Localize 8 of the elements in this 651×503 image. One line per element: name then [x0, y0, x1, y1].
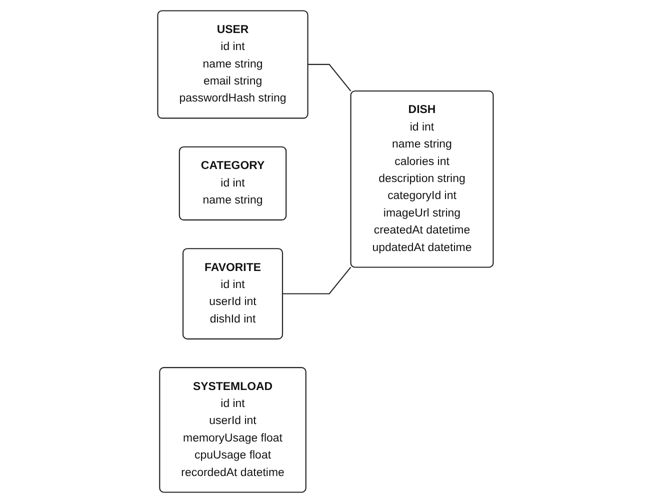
connector	[282, 266, 352, 294]
node-box	[350, 90, 494, 268]
node-box	[159, 367, 306, 493]
er-diagram: USER id int name string email string passwordHash string CATEGORY id int name string DISH id int name string calories int description string categoryId int imageUrl string createdAt datetime updatedAt datetime FAVORITE id int userId int dishId int SYSTEMLOAD id int userId int memoryUsage float cpuUsage float recordedAt datetime	[152, 5, 499, 498]
node-box	[182, 248, 284, 340]
node-box	[178, 146, 287, 220]
node-box	[157, 10, 308, 119]
connector	[308, 64, 352, 92]
